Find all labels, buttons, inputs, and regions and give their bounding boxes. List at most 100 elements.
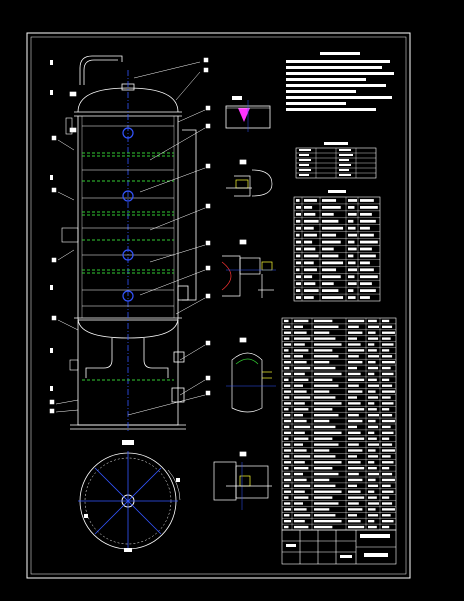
nozzle-table-cell-text [322,275,341,279]
parts-table-cell-text [382,496,390,499]
nozzle-table-cell-text [296,261,301,265]
nozzle-table-cell-text [296,226,301,230]
parts-table-cell-text [348,360,363,364]
parts-table-cell-text [294,390,307,393]
parts-table-cell-text [348,437,365,440]
parts-table-cell-text [382,514,391,517]
parts-table-cell-text [284,396,290,399]
parts-table-cell-text [314,502,339,505]
parts-table-cell-text [284,443,291,446]
parts-table-cell-text [348,331,363,334]
parts-table-cell-text [294,413,303,417]
parts-table-cell-text [314,360,330,364]
parts-table-cell-text [368,396,379,399]
parts-table-cell-text [284,437,289,440]
left-nozzles [61,91,79,371]
parts-table-cell-text [382,472,393,476]
parts-table-cell-text [314,461,342,464]
parts-table-cell-text [314,478,330,482]
parts-table-cell-text [348,472,359,476]
parts-table-cell-text [284,366,290,370]
parts-table-cell-text [314,519,342,523]
parts-table-cell-text [382,349,390,352]
parts-table-cell-text [314,413,339,417]
detail-flange-2 [221,239,276,298]
parts-table-cell-text [284,502,291,505]
parts-table-cell-text [348,502,359,505]
parts-table-cell-text [368,431,375,435]
nozzle-table-cell-text [348,275,355,279]
parts-table-cell-text [382,360,395,364]
parts-table-cell-text [382,355,393,358]
nozzle-table-cell-text [360,233,374,237]
parts-table-cell-text [348,425,357,429]
parts-table-cell-text [368,514,379,517]
parts-table-cell-text [284,337,290,340]
parts-table-cell-text [284,431,291,435]
nozzle-table-cell-text [348,289,354,292]
parts-table-cell-text [294,372,305,376]
parts-table-cell-text [294,366,311,370]
parts-table-cell-text [314,325,339,329]
parts-table-cell-text [348,508,363,511]
parts-table-cell-text [382,490,394,493]
nozzle-table-cell-text [322,247,334,251]
parts-table-cell-text [382,378,390,382]
nozzle-table-cell-text [304,289,319,292]
nozzle-table-cell-text [348,199,357,202]
parts-table-cell-text [294,349,309,352]
parts-table-cell-text [284,331,291,334]
nozzle-table-cell-text [348,212,357,216]
parts-table-cell-text [348,396,357,399]
nozzle-table-cell-text [322,240,341,244]
parts-table-cell-text [348,378,365,382]
nozzle-table-cell-text [304,261,314,265]
parts-table-cell-text [382,319,390,323]
parts-table-cell-text [284,355,291,358]
parts-table-cell-text [314,319,333,323]
parts-table-cell-text [348,455,357,458]
parts-table-cell-text [294,437,309,440]
nozzle-table-cell-text [360,261,370,265]
parts-table-cell-text [368,490,375,493]
parts-table-cell-text [368,419,376,423]
parts-table-cell-text [284,349,289,352]
nozzle-table-cell-text [304,219,319,223]
detail-nozzle [226,337,276,413]
nozzle-table-cell-text [322,254,339,258]
parts-table-cell-text [368,502,379,505]
parts-table-cell-text [382,478,395,482]
nozzle-table-cell-text [304,296,314,299]
nozzle-table-cell-text [322,261,344,265]
nozzle-table-cell-text [296,282,301,286]
parts-table-cell-text [314,408,333,411]
parts-table-cell-text [294,425,311,429]
nozzle-table-cell-text [322,199,337,202]
nozzle-table [293,190,381,302]
parts-table-cell-text [314,396,336,399]
parts-table-cell-text [368,343,375,346]
parts-table-cell-text [368,525,377,529]
parts-table-cell-text [284,466,289,470]
parts-table-cell-text [382,425,391,429]
nozzle-table-cell-text [348,219,354,223]
parts-table-cell-text [294,384,303,387]
nozzle-table-cell-text [322,219,339,223]
parts-table-cell-text [284,325,291,329]
parts-table-cell-text [294,443,303,446]
parts-table-cell-text [368,425,379,429]
nozzle-table-cell-text [348,296,356,299]
parts-table-cell-text [294,331,307,334]
parts-table-cell-text [284,402,291,405]
nozzle-table-cell-text [348,254,354,258]
parts-table-cell-text [314,525,333,529]
parts-table-cell-text [348,408,365,411]
parts-table-cell-text [284,484,290,488]
parts-table-cell-text [294,419,307,423]
nozzle-table-cell-text [360,206,378,209]
parts-table-cell-text [284,478,291,482]
detail-support [213,451,272,510]
parts-table-cell-text [284,514,290,517]
parts-table-cell-text [294,355,303,358]
parts-table-cell-text [368,355,379,358]
